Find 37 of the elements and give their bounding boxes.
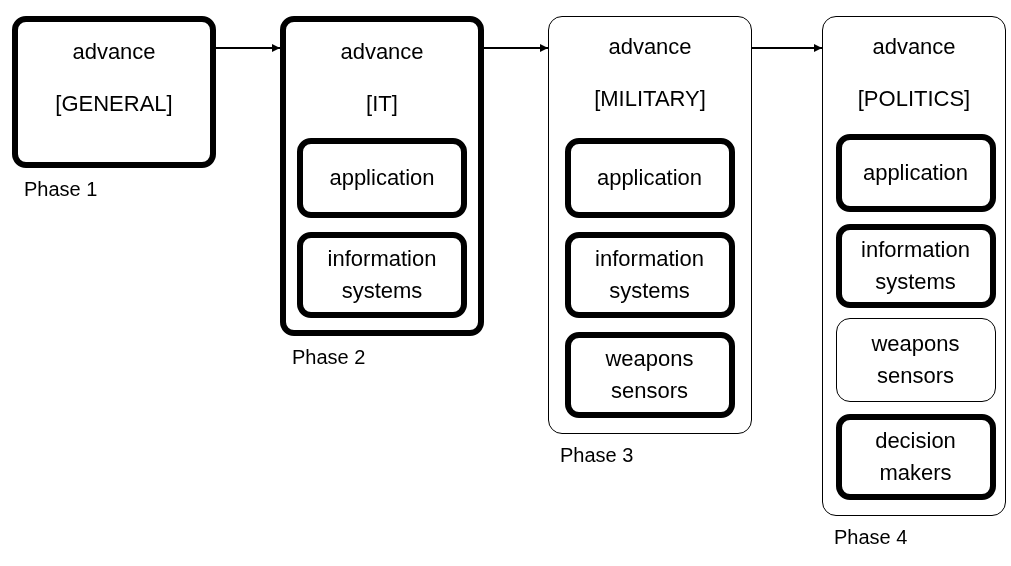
- box-label: information systems: [326, 245, 438, 305]
- phase-label: Phase 2: [292, 346, 366, 369]
- box-heading: advance: [339, 38, 425, 66]
- domain-label: [GENERAL]: [54, 90, 174, 118]
- box-label: decision makers: [874, 426, 957, 487]
- box-heading: advance: [71, 38, 157, 66]
- box-label: weapons sensors: [870, 329, 961, 390]
- phase-label: Phase 1: [24, 178, 98, 201]
- process-box: [835, 133, 996, 212]
- phase-label: Phase 3: [560, 444, 634, 467]
- process-box: [297, 232, 467, 318]
- box-label: information systems: [860, 235, 971, 296]
- box-label: application: [328, 164, 436, 192]
- process-box: [564, 231, 735, 318]
- box-label: application: [861, 158, 970, 187]
- phase-box: [822, 16, 1006, 516]
- process-box: [835, 413, 996, 500]
- arrow: [751, 44, 823, 52]
- phase-box: [280, 16, 484, 336]
- box-label: information systems: [594, 244, 705, 305]
- domain-label: [POLITICS]: [856, 85, 972, 113]
- phase-box: [12, 16, 216, 168]
- box-label: weapons sensors: [604, 344, 695, 405]
- box-heading: advance: [871, 33, 957, 61]
- process-box: [835, 317, 996, 402]
- arrow: [483, 44, 549, 52]
- box-heading: advance: [607, 33, 693, 61]
- phase-box: [548, 16, 752, 434]
- process-box: [564, 137, 735, 218]
- arrow: [215, 44, 281, 52]
- process-box: [297, 138, 467, 218]
- domain-label: [MILITARY]: [593, 85, 707, 113]
- process-box: [564, 331, 735, 418]
- phase-label: Phase 4: [834, 526, 908, 549]
- domain-label: [IT]: [365, 90, 399, 118]
- process-box: [835, 223, 996, 308]
- box-label: application: [595, 163, 704, 192]
